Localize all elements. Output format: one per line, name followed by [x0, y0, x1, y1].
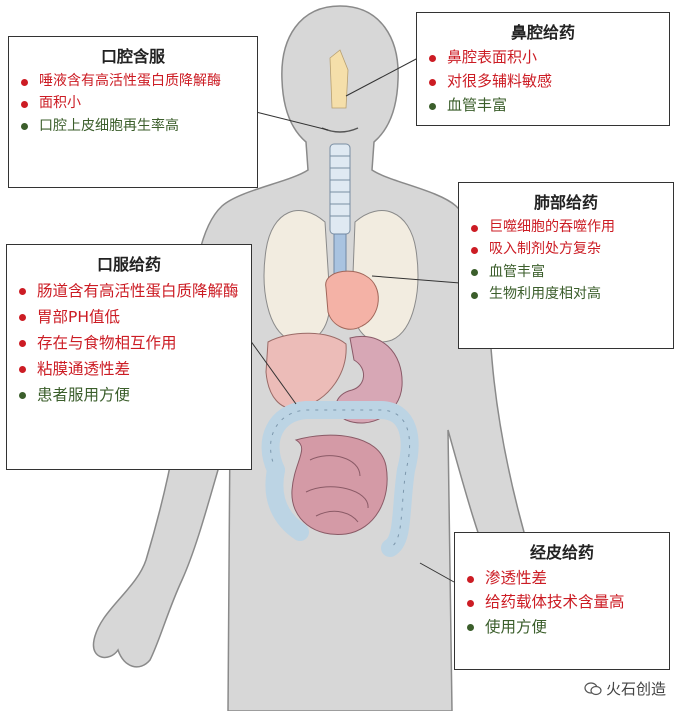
list-item: 口腔上皮细胞再生率高 [17, 116, 249, 136]
oral-cavity-title: 口腔含服 [100, 47, 165, 66]
list-item-text: 口腔上皮细胞再生率高 [39, 117, 179, 134]
list-item: 肠道含有高活性蛋白质降解酶 [15, 279, 243, 303]
list-item: 粘膜通透性差 [15, 357, 243, 381]
green-bullet-icon [471, 291, 478, 299]
list-item: 血管丰富 [425, 95, 661, 117]
list-item-text: 唾液含有高活性蛋白质降解酶 [39, 73, 221, 89]
list-item: 唾液含有高活性蛋白质降解酶 [17, 71, 249, 91]
red-bullet-icon [19, 287, 26, 295]
wechat-icon [584, 682, 602, 696]
list-item: 巨噬细胞的吞噬作用 [467, 217, 665, 237]
red-bullet-icon [429, 79, 436, 86]
list-item-text: 鼻腔表面积小 [447, 48, 538, 66]
small-intestine [291, 434, 388, 536]
list-item-text: 对很多辅料敏感 [447, 71, 553, 90]
list-item-text: 血管丰富 [489, 263, 545, 280]
heart [325, 270, 379, 330]
red-bullet-icon [471, 246, 478, 254]
red-bullet-icon [21, 78, 28, 86]
list-item: 给药载体技术含量高 [463, 591, 661, 613]
oral-list: 肠道含有高活性蛋白质降解酶胃部PH值低存在与食物相互作用粘膜通透性差患者服用方便 [15, 279, 243, 407]
list-item: 面积小 [17, 93, 249, 113]
list-item-text: 血管丰富 [447, 95, 508, 114]
red-bullet-icon [467, 575, 474, 583]
green-bullet-icon [19, 391, 26, 399]
list-item-text: 面积小 [39, 95, 81, 112]
red-bullet-icon [467, 599, 474, 607]
transdermal-box: 经皮给药 渗透性差给药载体技术含量高使用方便 [454, 532, 670, 670]
trachea [329, 143, 351, 235]
list-item-text: 巨噬细胞的吞噬作用 [489, 219, 615, 235]
list-item-text: 胃部PH值低 [37, 308, 121, 327]
watermark: 火石创造 [584, 678, 666, 699]
leader-lines [249, 57, 461, 583]
list-item-text: 使用方便 [485, 617, 548, 636]
list-item-text: 吸入制剂处方复杂 [489, 241, 601, 258]
nasal-title: 鼻腔给药 [510, 23, 575, 42]
list-item: 对很多辅料敏感 [425, 71, 661, 93]
list-item-text: 肠道含有高活性蛋白质降解酶 [37, 282, 239, 300]
red-bullet-icon [19, 313, 26, 321]
red-bullet-icon [21, 100, 28, 108]
lung-title: 肺部给药 [533, 193, 598, 212]
nasal-list: 鼻腔表面积小对很多辅料敏感血管丰富 [425, 47, 661, 116]
red-bullet-icon [429, 55, 436, 63]
lung-box: 肺部给药 巨噬细胞的吞噬作用吸入制剂处方复杂血管丰富生物利用度相对高 [458, 182, 674, 349]
red-bullet-icon [471, 224, 478, 232]
oral-cavity-list: 唾液含有高活性蛋白质降解酶面积小口腔上皮细胞再生率高 [17, 71, 249, 136]
red-bullet-icon [19, 339, 26, 347]
list-item: 鼻腔表面积小 [425, 47, 661, 69]
list-item-text: 生物利用度相对高 [489, 285, 601, 302]
nasal-cavity [329, 49, 349, 109]
list-item: 血管丰富 [467, 262, 665, 282]
list-item: 渗透性差 [463, 567, 661, 589]
left-lung [263, 210, 331, 343]
list-item-text: 给药载体技术含量高 [485, 593, 625, 612]
green-bullet-icon [471, 269, 478, 277]
watermark-text: 火石创造 [605, 680, 666, 698]
list-item: 吸入制剂处方复杂 [467, 239, 665, 259]
lung-list: 巨噬细胞的吞噬作用吸入制剂处方复杂血管丰富生物利用度相对高 [467, 217, 665, 304]
green-bullet-icon [21, 123, 28, 131]
list-item-text: 存在与食物相互作用 [37, 334, 177, 353]
list-item-text: 患者服用方便 [37, 386, 131, 405]
list-item: 生物利用度相对高 [467, 284, 665, 304]
green-bullet-icon [429, 102, 436, 110]
oral-title: 口服给药 [96, 255, 161, 274]
oral-box: 口服给药 肠道含有高活性蛋白质降解酶胃部PH值低存在与食物相互作用粘膜通透性差患… [6, 244, 252, 470]
list-item-text: 渗透性差 [485, 569, 548, 587]
transdermal-list: 渗透性差给药载体技术含量高使用方便 [463, 567, 661, 638]
red-bullet-icon [19, 365, 26, 373]
list-item: 胃部PH值低 [15, 305, 243, 329]
transdermal-title: 经皮给药 [529, 543, 594, 562]
list-item-text: 粘膜通透性差 [37, 360, 131, 379]
list-item: 存在与食物相互作用 [15, 331, 243, 355]
oral-cavity-box: 口腔含服 唾液含有高活性蛋白质降解酶面积小口腔上皮细胞再生率高 [8, 36, 258, 188]
nasal-box: 鼻腔给药 鼻腔表面积小对很多辅料敏感血管丰富 [416, 12, 670, 126]
green-bullet-icon [467, 624, 474, 632]
list-item: 使用方便 [463, 616, 661, 638]
list-item: 患者服用方便 [15, 383, 243, 407]
